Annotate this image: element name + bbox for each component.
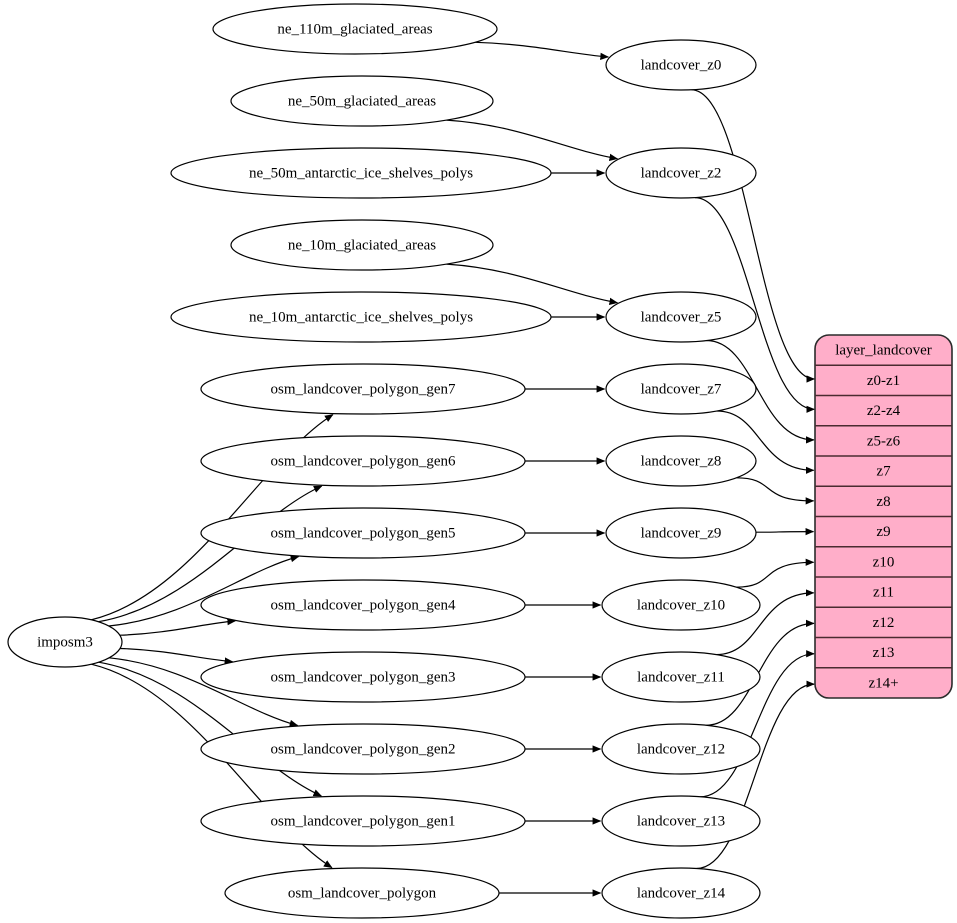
edge-ne_10m_glaciated_areas-to-landcover_z5 [446,263,619,305]
edge-landcover_z14-to-layer_landcover-z14- [696,680,815,870]
node-shape [605,363,757,415]
node-ne_50m_antarctic_ice_shelves_polys[interactable]: ne_50m_antarctic_ice_shelves_polys [170,147,552,199]
edge-landcover_z11-to-layer_landcover-z11 [716,589,815,656]
node-shape [230,75,494,127]
node-shape [200,507,526,559]
node-shape [200,579,526,631]
edge-landcover_z5-to-layer_landcover-z5-z6 [706,339,815,444]
node-shape [601,867,761,919]
edge-landcover_z10-to-layer_landcover-z10 [736,558,815,588]
node-shape [605,147,757,199]
node-imposm3[interactable]: imposm3 [7,616,123,668]
edge-imposm3-to-osm_landcover_polygon_gen5 [108,555,300,627]
node-landcover_z9[interactable]: landcover_z9 [605,507,757,559]
node-shape [224,867,500,919]
edge-landcover_z2-to-layer_landcover-z2-z4 [694,197,815,413]
layer-landcover-table[interactable]: layer_landcoverz0-z1z2-z4z5-z6z7z8z9z10z… [814,334,953,699]
edge-imposm3-to-osm_landcover_polygon_gen2 [109,657,299,727]
node-landcover_z11[interactable]: landcover_z11 [601,651,761,703]
node-ne_10m_antarctic_ice_shelves_polys[interactable]: ne_10m_antarctic_ice_shelves_polys [170,291,552,343]
node-landcover_z10[interactable]: landcover_z10 [601,579,761,631]
node-shape [170,147,552,199]
node-shape [200,435,526,487]
node-osm_landcover_polygon_gen5[interactable]: osm_landcover_polygon_gen5 [200,507,526,559]
node-shape [605,39,757,91]
node-shape [605,435,757,487]
edge-ne_110m_glaciated_areas-to-landcover_z0 [475,41,609,60]
node-landcover_z5[interactable]: landcover_z5 [605,291,757,343]
node-landcover_z7[interactable]: landcover_z7 [605,363,757,415]
node-osm_landcover_polygon_gen2[interactable]: osm_landcover_polygon_gen2 [200,723,526,775]
edge-ne_50m_glaciated_areas-to-landcover_z2 [446,119,619,161]
node-osm_landcover_polygon_gen7[interactable]: osm_landcover_polygon_gen7 [200,363,526,415]
node-ne_10m_glaciated_areas[interactable]: ne_10m_glaciated_areas [230,219,494,271]
node-landcover_z2[interactable]: landcover_z2 [605,147,757,199]
node-shape [230,219,494,271]
edge-landcover_z8-to-layer_landcover-z8 [736,477,815,505]
node-osm_landcover_polygon_gen1[interactable]: osm_landcover_polygon_gen1 [200,795,526,847]
edge-imposm3-to-osm_landcover_polygon_gen1 [98,661,323,797]
node-ne_50m_glaciated_areas[interactable]: ne_50m_glaciated_areas [230,75,494,127]
nodes-group: imposm3 ne_110m_glaciated_areas ne_50m_gla… [7,3,761,919]
edge-imposm3-to-osm_landcover_polygon_gen4 [119,618,236,636]
node-ne_110m_glaciated_areas[interactable]: ne_110m_glaciated_areas [212,3,498,55]
edge-landcover_z7-to-layer_landcover-z7 [716,410,815,474]
node-shape [601,723,761,775]
edge-landcover_z13-to-layer_landcover-z13 [700,650,815,798]
node-osm_landcover_polygon_gen6[interactable]: osm_landcover_polygon_gen6 [200,435,526,487]
node-osm_landcover_polygon[interactable]: osm_landcover_polygon [224,867,500,919]
node-shape [200,795,526,847]
edge-landcover_z0-to-layer_landcover-z0-z1 [691,89,816,383]
layer-table-group: layer_landcoverz0-z1z2-z4z5-z6z7z8z9z10z… [814,334,953,699]
node-shape [170,291,552,343]
node-osm_landcover_polygon_gen3[interactable]: osm_landcover_polygon_gen3 [200,651,526,703]
node-landcover_z0[interactable]: landcover_z0 [605,39,757,91]
node-landcover_z14[interactable]: landcover_z14 [601,867,761,919]
node-shape [200,723,526,775]
node-shape [605,507,757,559]
node-landcover_z12[interactable]: landcover_z12 [601,723,761,775]
node-shape [601,651,761,703]
node-landcover_z8[interactable]: landcover_z8 [605,435,757,487]
node-shape [601,795,761,847]
node-shape [605,291,757,343]
node-shape [200,651,526,703]
node-landcover_z13[interactable]: landcover_z13 [601,795,761,847]
node-osm_landcover_polygon_gen4[interactable]: osm_landcover_polygon_gen4 [200,579,526,631]
edge-imposm3-to-osm_landcover_polygon_gen3 [120,647,234,665]
node-shape [601,579,761,631]
edge-imposm3-to-osm_landcover_polygon_gen6 [98,485,323,623]
node-shape [212,3,498,55]
edge-landcover_z9-to-layer_landcover-z9 [755,527,815,536]
node-shape [200,363,526,415]
node-shape [7,616,123,668]
